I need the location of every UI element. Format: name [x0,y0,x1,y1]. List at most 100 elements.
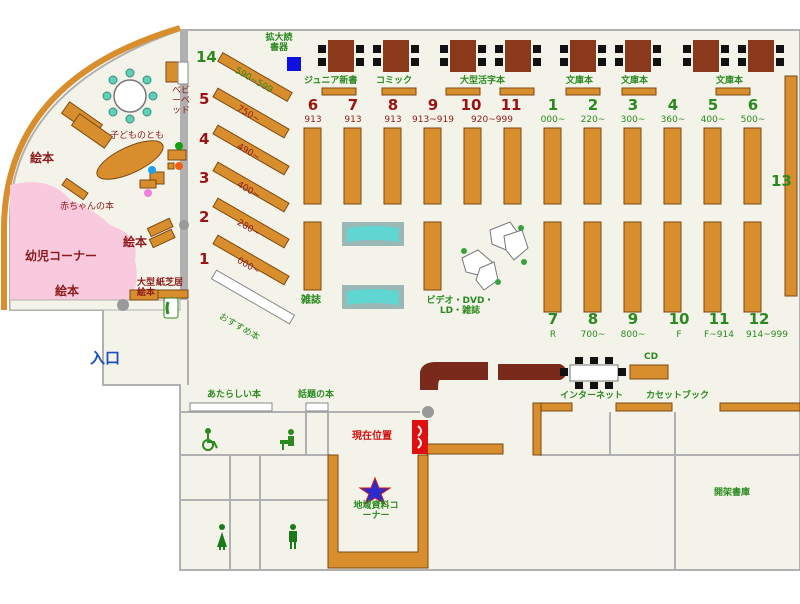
shelf-range: 800~ [620,330,646,340]
kids-area-edge [9,299,181,311]
internet-label: インターネット [560,391,624,401]
lower-walls [180,300,800,570]
shelf-range: 913~919 [412,115,454,125]
cassette-label: カセットブック [646,391,710,401]
toddler-area [10,182,137,300]
shelf-number: 7 [547,310,559,328]
kids-divider-wall [180,30,188,300]
service-counter-left [420,362,488,390]
star-icon [358,476,392,506]
wheelchair-icon [202,428,218,451]
paperback-label-2: 文庫本 [621,76,649,86]
kids-benches [60,61,189,301]
shelf-number: 7 [347,96,359,114]
shelf-range: 913 [344,115,362,125]
lower-shelves [327,402,800,569]
open-stacks-label: 開架書庫 [714,488,751,498]
pillar [117,299,129,311]
new-books-label: あたらしい本 [207,390,262,400]
entrance-label: 入口 [90,349,121,367]
kids-shelf-number: 5 [199,90,210,108]
picture-books-label-2: 絵本 [123,235,148,249]
kids-shelf-number: 2 [199,208,210,226]
curved-window-wall [0,25,181,310]
local-materials-label: 地域資料コーナー [353,501,399,521]
children-table-label: 子どものとも [110,131,165,141]
reading-tables [318,40,784,72]
shelf-number-13: 13 [771,172,792,190]
shelf-number: 10 [460,96,482,114]
recommended-shelf [210,269,296,325]
kids-shelves [212,51,293,286]
shelf-range: R [549,330,557,340]
shelf-number: 9 [627,310,639,328]
new-books-shelf [189,402,273,412]
pillar-2 [422,406,434,418]
shelf-range: 220~ [580,115,606,125]
cd-shelf [629,364,669,380]
toddler-corner-label: 幼児コーナー [25,249,98,263]
baby-bed-label: ベビーベッド [171,86,190,116]
large-picture-books-label: 大型絵本 [136,278,155,298]
main-shelves [303,75,798,313]
shelf-number: 6 [307,96,319,114]
baby-books-label: 赤ちゃんの本 [60,202,115,212]
large-print-label: 大型活字本 [460,76,506,86]
current-position-label: 現在位置 [352,431,392,442]
shelf-range: 913 [304,115,322,125]
shelf-number: 3 [627,96,639,114]
topic-books-shelf [305,402,329,412]
top-thin-shelves [321,87,751,96]
shelf-range: 000~ [540,115,566,125]
shelf-number: 6 [747,96,759,114]
paperback-label-1: 文庫本 [566,76,594,86]
kids-shelf-number: 1 [199,250,210,268]
shelf-number: 1 [547,96,559,114]
picture-books-label-3: 絵本 [55,284,80,298]
women-toilet-icon [217,524,227,550]
shelf-number: 8 [587,310,599,328]
shelf-number: 11 [708,310,730,328]
topic-books-label: 話題の本 [298,390,335,400]
shelf-range: 360~ [660,115,686,125]
cd-player-table [569,364,619,382]
booth-seats [461,225,527,285]
video-booths [461,221,529,291]
shelf-range: 400~ [700,115,726,125]
kamishibai-label: 紙芝居 [156,278,184,288]
shelf-range: F [676,330,682,340]
stools [102,68,158,124]
kids-shelf-number: 3 [199,169,210,187]
current-position-marker [412,420,428,454]
round-table [113,79,147,113]
baby-bed [177,61,189,85]
shelf-number: 12 [748,310,770,328]
baby-care-icon [280,429,294,450]
shelf-range: 914~999 [746,330,788,340]
paperback-label-3: 文庫本 [716,76,744,86]
shelf-number: 9 [427,96,439,114]
service-counter-right [498,364,566,380]
shelf-range: 913 [384,115,402,125]
shelf-number: 4 [667,96,679,114]
comic-label: コミック [376,76,413,86]
picture-books-label: 絵本 [30,151,55,165]
shelf-number: 5 [707,96,719,114]
enlarge-reader-icon [287,57,301,71]
magazines-label: 雑誌 [301,295,321,306]
shelf-range: 920~999 [471,115,513,125]
cd-chairs [560,357,626,389]
shelf-number: 10 [668,310,690,328]
kids-shelf-number: 14 [196,48,217,66]
shelf-range: 700~ [580,330,606,340]
video-label: ビデオ・DVD・LD・雑誌 [426,296,494,316]
shelf-number: 2 [587,96,599,114]
shelf-number: 8 [387,96,399,114]
cd-label: CD [644,352,659,362]
junior-label: ジュニア新書 [304,76,358,86]
water-features [342,222,404,309]
shelf-range: 300~ [620,115,646,125]
kids-shelf-number: 4 [199,130,210,148]
